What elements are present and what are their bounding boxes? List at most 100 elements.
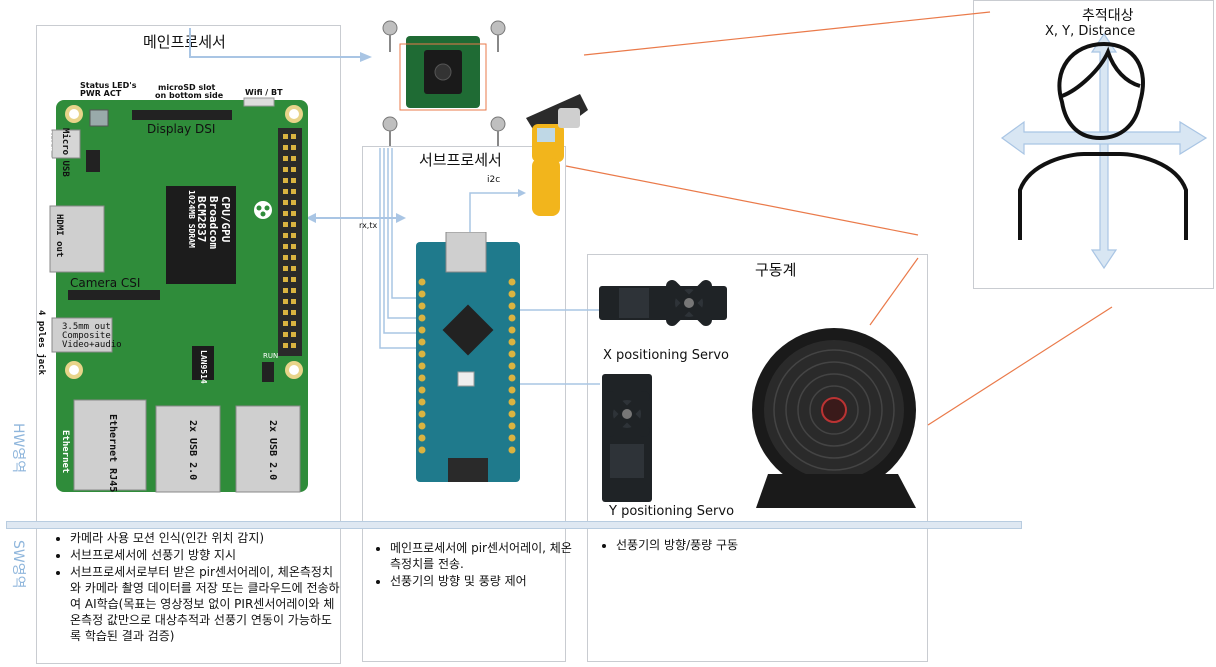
gpio-pin (283, 288, 288, 293)
gpio-pin (291, 222, 296, 227)
y-servo-label: Y positioning Servo (609, 504, 735, 519)
gpio-pin (283, 156, 288, 161)
gpio-pin (283, 178, 288, 183)
hdmi-label: HDMI out (54, 214, 64, 258)
audio-label-2: Composite (62, 331, 111, 341)
gpio-pin (291, 233, 296, 238)
actuator-title: 구동계 (755, 261, 797, 279)
y-servo (602, 374, 652, 502)
gpio-pin (291, 156, 296, 161)
nano-pin (418, 410, 426, 418)
pir-sensor-1 (382, 20, 398, 52)
raspberry-pi-board (49, 97, 308, 493)
gpio-pin (291, 145, 296, 150)
gpio-pin (291, 189, 296, 194)
target-coordinates: X, Y, Distance (1045, 24, 1136, 39)
audio-jack-label: 4 poles jack (36, 310, 46, 376)
nano-pin (418, 302, 426, 310)
nano-pin (418, 290, 426, 298)
gpio-pin (291, 277, 296, 282)
sub-sw-item-1: 메인프로세서에 pir센서어레이, 체온 측정치를 전송. (390, 540, 576, 572)
person-icon (1000, 32, 1208, 270)
pir-sensor-3 (382, 116, 398, 146)
orange-line-fan-bottom (927, 306, 1113, 426)
gpio-pin (283, 277, 288, 282)
pir-sensor-array (382, 20, 506, 146)
gpio-pin (283, 211, 288, 216)
nano-pin (508, 422, 516, 430)
nano-pin (418, 338, 426, 346)
nano-pin (418, 362, 426, 370)
rxtx-label: rx,tx (359, 221, 378, 230)
nano-pin (418, 434, 426, 442)
microsd-label-2: on bottom side (155, 91, 224, 100)
actuator-box (587, 254, 928, 662)
fan-icon (752, 328, 916, 508)
orange-line-fan-top (869, 257, 919, 326)
lan-chip-label: LAN9514 (199, 350, 208, 384)
ir-thermometer (526, 94, 588, 216)
gpio-pin (291, 167, 296, 172)
arduino-nano-board (416, 232, 520, 482)
arrow-main-to-sensor (189, 28, 360, 58)
ethernet-label: Ethernet (60, 430, 70, 474)
gpio-pins (283, 134, 296, 348)
i2c-label: i2c (487, 175, 501, 185)
gpio-pin (283, 167, 288, 172)
gpio-pin (283, 321, 288, 326)
raspberry-logo-icon (254, 201, 272, 219)
ethernet-rj45-label: Ethernet RJ45 (107, 414, 118, 493)
usb-label-b: 2x USB 2.0 (267, 420, 278, 481)
gpio-pin (283, 134, 288, 139)
nano-pin (418, 374, 426, 382)
gpio-pin (291, 255, 296, 260)
nano-pin (508, 362, 516, 370)
gpio-pin (283, 299, 288, 304)
gpio-pin (291, 266, 296, 271)
micro-usb-label: Micro USB (60, 128, 70, 177)
gpio-pin (291, 343, 296, 348)
x-servo-label: X positioning Servo (603, 348, 730, 363)
run-label: RUN (263, 352, 279, 360)
gpio-pin (283, 145, 288, 150)
gpio-pin (291, 211, 296, 216)
gpio-pin (283, 200, 288, 205)
sub-sw-item-2: 선풍기의 방향 및 풍량 제어 (390, 573, 576, 589)
cpu-label-3: BCM2837 (195, 196, 208, 243)
nano-pin (418, 326, 426, 334)
nano-pin (418, 314, 426, 322)
gpio-pin (291, 178, 296, 183)
nano-pin (508, 446, 516, 454)
display-dsi-label: Display DSI (147, 122, 216, 136)
audio-label-1: 3.5mm out (62, 322, 111, 332)
cpu-label-1: CPU/GPU (219, 196, 232, 243)
gpio-pin (291, 288, 296, 293)
main-sw-item-2: 서브프로세서에 선풍기 방향 지시 (70, 547, 340, 563)
nano-pin (508, 302, 516, 310)
nano-pin (418, 422, 426, 430)
gpio-pin (283, 189, 288, 194)
orange-line-thermo-target (565, 165, 919, 236)
nano-pin (508, 434, 516, 442)
nano-pin (418, 278, 426, 286)
cpu-label-4: 1024MB SDRAM (187, 190, 196, 248)
nano-pin (508, 386, 516, 394)
gpio-pin (283, 233, 288, 238)
nano-pin (508, 278, 516, 286)
gpio-pin (291, 332, 296, 337)
nano-pin (508, 398, 516, 406)
nano-pin (508, 410, 516, 418)
audio-label-3: Video+audio (62, 340, 122, 350)
pir-sensor-2 (490, 20, 506, 52)
gpio-pin (291, 310, 296, 315)
pir-sensor-4 (490, 116, 506, 146)
wifi-label: Wifi / BT (245, 88, 283, 97)
nano-pin (508, 290, 516, 298)
gpio-pin (283, 343, 288, 348)
nano-pin (418, 350, 426, 358)
nano-pin (508, 326, 516, 334)
main-sw-item-1: 카메라 사용 모션 인식(인간 위치 감지) (70, 530, 340, 546)
sub-processor-box (362, 146, 566, 662)
cpu-label-2: Broadcom (207, 196, 220, 249)
gpio-pin (283, 244, 288, 249)
